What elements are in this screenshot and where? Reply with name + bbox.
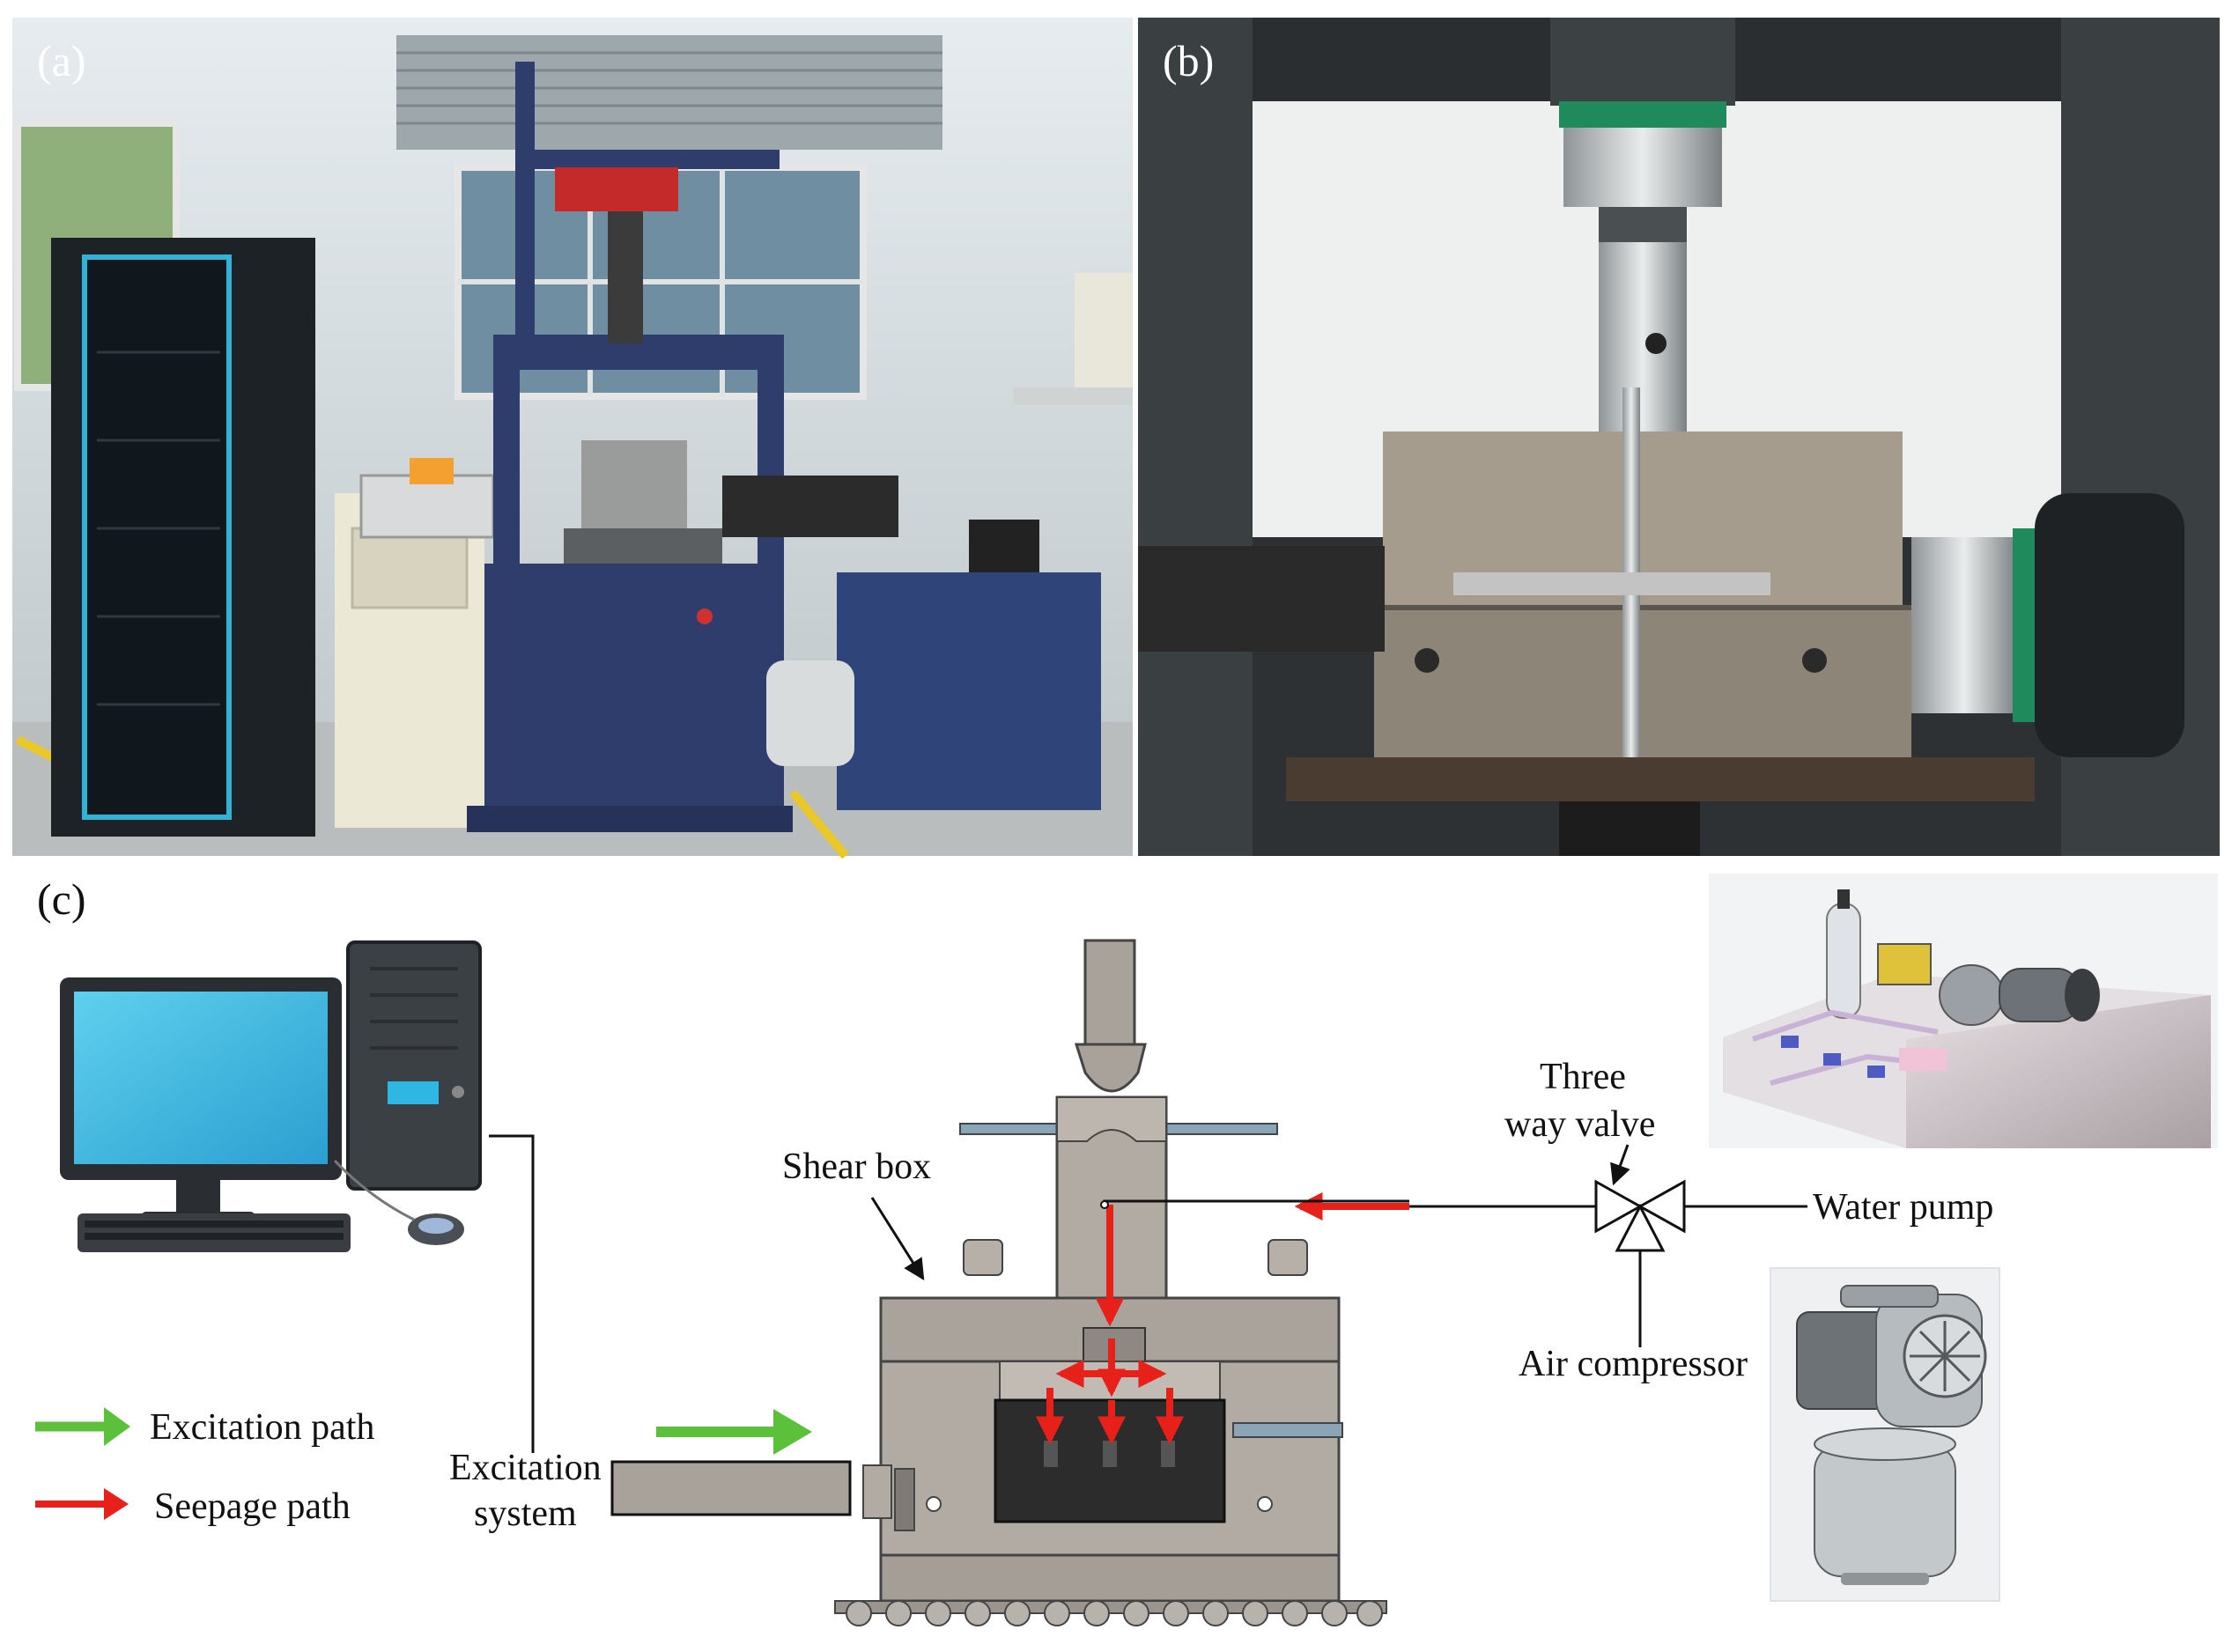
label-excitation-system-2: system bbox=[474, 1493, 577, 1534]
three-way-valve-symbol bbox=[1594, 1179, 1686, 1252]
photo-panel-b bbox=[1138, 18, 2220, 856]
legend-excitation-label: Excitation path bbox=[150, 1407, 374, 1448]
computer-connection-line bbox=[489, 1134, 535, 1453]
legend: Excitation path Seepage path bbox=[35, 1407, 374, 1527]
label-three-way-2: way valve bbox=[1504, 1104, 1655, 1145]
label-air-compressor: Air compressor bbox=[1519, 1344, 1748, 1384]
computer-illustration bbox=[60, 940, 482, 1252]
excitation-actuator-bar bbox=[610, 1460, 852, 1516]
water-pump-rendering bbox=[1709, 874, 2218, 1148]
legend-seepage-label: Seepage path bbox=[154, 1486, 351, 1527]
photo-panel-a bbox=[12, 18, 1133, 859]
label-excitation-system-1: Excitation bbox=[449, 1448, 602, 1488]
label-shear-box: Shear box bbox=[782, 1147, 931, 1187]
seepage-path-arrows bbox=[1036, 1192, 1409, 1445]
shear-box-pointer bbox=[870, 1197, 925, 1281]
pc-tower bbox=[346, 940, 482, 1191]
roller-track bbox=[846, 1600, 1383, 1626]
label-three-way-1: Three bbox=[1540, 1057, 1626, 1097]
label-water-pump: Water pump bbox=[1813, 1187, 1993, 1228]
panel-label-c: (c) bbox=[37, 874, 86, 924]
panel-label-b: (b) bbox=[1163, 36, 1214, 85]
three-way-pointer bbox=[1610, 1144, 1630, 1186]
panel-label-a: (a) bbox=[37, 36, 86, 85]
air-compressor-rendering bbox=[1770, 1267, 2000, 1602]
